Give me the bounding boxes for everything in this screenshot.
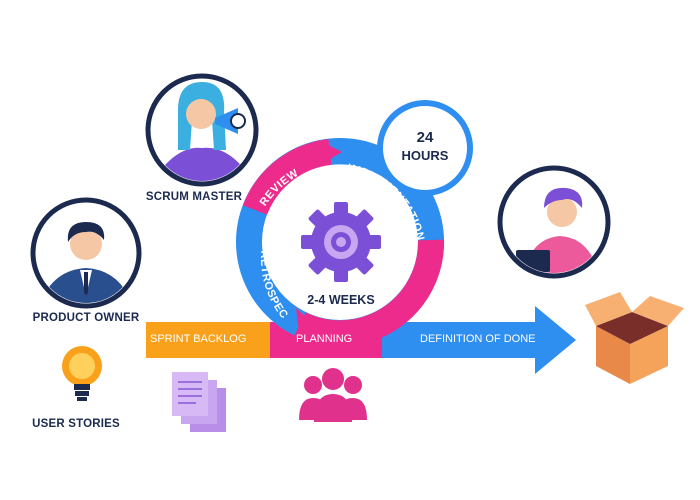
definition-of-done-segment [382, 306, 576, 374]
daily-number: 24 [417, 129, 434, 146]
sprint-backlog-segment [146, 322, 270, 358]
developer-avatar [497, 165, 611, 279]
review-arc-head [318, 140, 342, 166]
gear-icon [301, 202, 381, 282]
product-owner-label: PRODUCT OWNER [33, 312, 140, 324]
planning-label: PLANNING [296, 333, 353, 345]
planning-arc [294, 239, 445, 347]
user-stories-label: USER STORIES [32, 418, 120, 430]
daily-cycle-bubble: 24 HOURS [377, 100, 473, 196]
box-icon [585, 292, 684, 384]
definition-of-done-label: DEFINITION OF DONE [420, 333, 536, 345]
documents-icon [172, 372, 226, 432]
scrum-master-avatar [145, 73, 259, 187]
scrum-master-label: SCRUM MASTER [146, 191, 243, 203]
sprint-backlog-label: SPRINT BACKLOG [150, 333, 247, 345]
product-owner-avatar [30, 197, 142, 309]
daily-unit: HOURS [402, 148, 449, 163]
lightbulb-icon [62, 346, 102, 401]
team-icon [299, 368, 367, 422]
planning-arc-head [296, 308, 320, 340]
duration-label: 2-4 WEEKS [307, 293, 374, 307]
